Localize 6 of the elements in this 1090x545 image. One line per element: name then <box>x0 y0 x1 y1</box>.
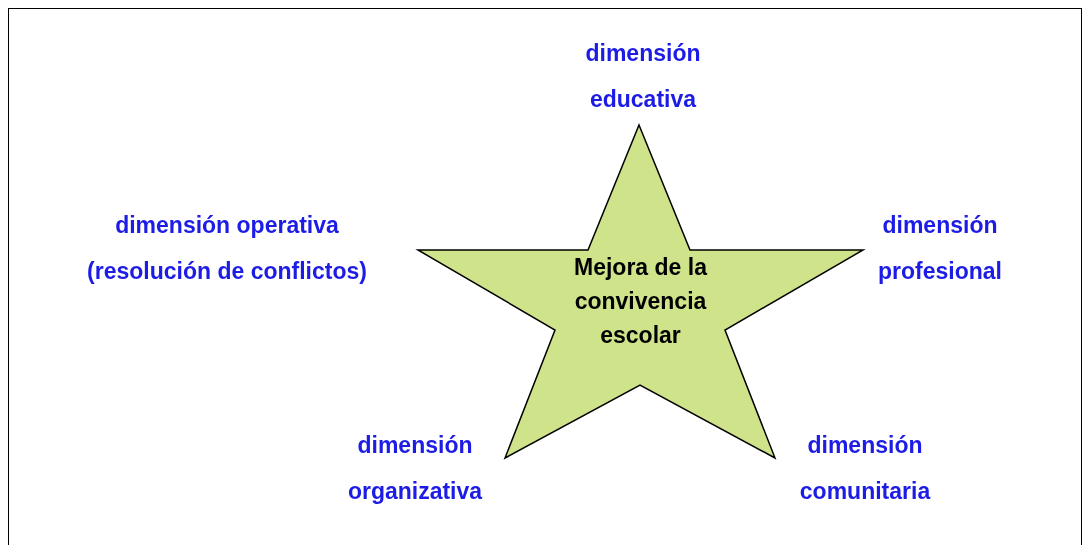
star-text: Mejora de la convivencia escolar <box>573 253 709 350</box>
dimension-label: dimensión educativa <box>584 39 702 114</box>
dimension-label: dimensión profesional <box>877 211 1003 286</box>
dimension-label: dimensión comunitaria <box>798 431 932 506</box>
dimension-label: dimensión organizativa <box>346 431 484 506</box>
dimension-label: dimensión operativa (resolución de conflictos) <box>86 211 368 286</box>
